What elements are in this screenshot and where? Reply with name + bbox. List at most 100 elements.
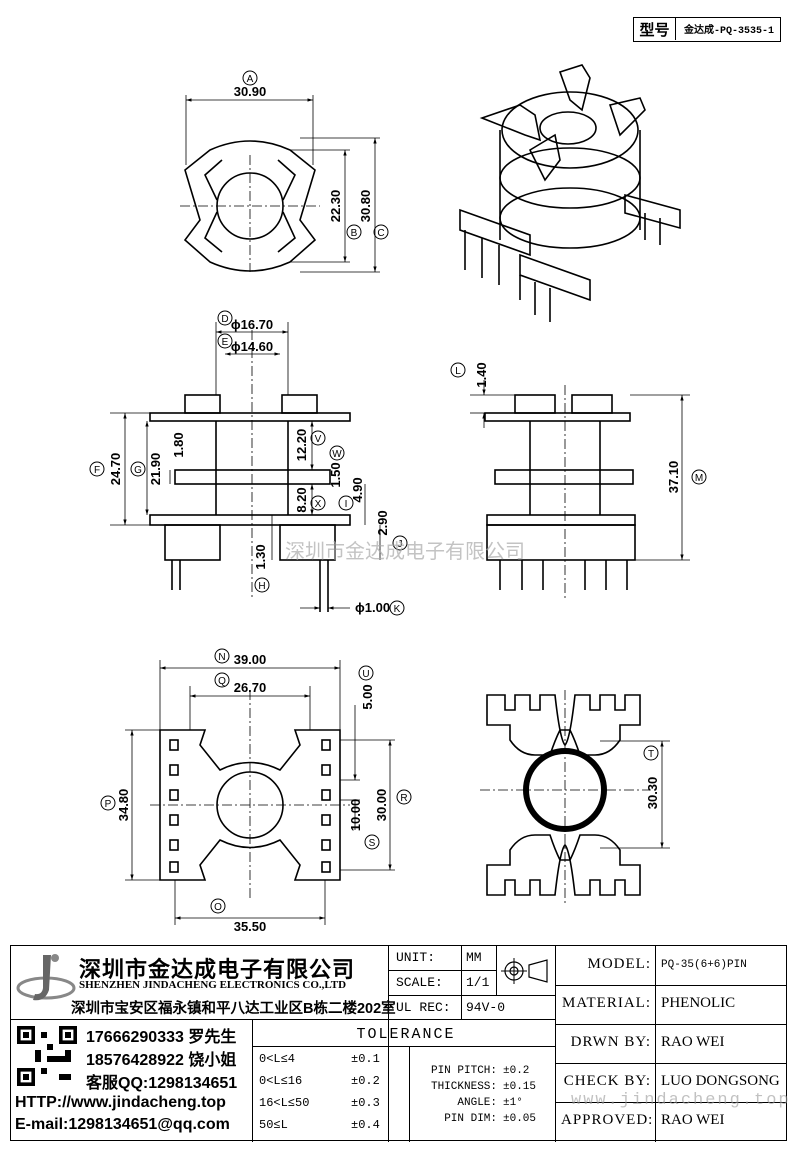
- phone-1: 17666290333 罗先生: [86, 1029, 237, 1046]
- dim-n: 39.00: [234, 652, 267, 667]
- letter-r: R: [400, 793, 407, 804]
- tol-range-4: 50≤L: [259, 1118, 288, 1132]
- thickness-label: THICKNESS:: [430, 1081, 497, 1093]
- divider: [555, 1063, 786, 1064]
- divider: [409, 1046, 410, 1142]
- bottom-view: [100, 648, 412, 925]
- letter-o: O: [214, 902, 222, 913]
- dim-f: 24.70: [108, 453, 123, 486]
- tolerance-title: TOLERANCE: [356, 1026, 456, 1043]
- dim-w: 1.50: [328, 462, 343, 487]
- watermark-url: www.jindacheng.top: [571, 1091, 791, 1110]
- divider: [388, 995, 555, 996]
- letter-t: T: [648, 749, 654, 760]
- dim-p: 34.80: [116, 789, 131, 822]
- divider: [11, 1019, 388, 1020]
- pin-dim-tol: ±0.05: [503, 1113, 537, 1125]
- letter-u: U: [362, 669, 369, 680]
- divider: [252, 1019, 555, 1020]
- dim-h: 1.30: [253, 544, 268, 569]
- dim-s: 10.00: [348, 799, 363, 832]
- letter-q: Q: [218, 676, 226, 687]
- letter-x: X: [315, 499, 322, 510]
- isometric-view: [459, 64, 681, 322]
- letter-k: K: [394, 604, 401, 615]
- projection-symbol: [501, 958, 548, 984]
- pin-pitch-label: PIN PITCH:: [430, 1065, 497, 1077]
- angle-label: ANGLE:: [457, 1097, 497, 1109]
- dim-e: ϕ14.60: [231, 339, 273, 354]
- divider: [555, 985, 786, 986]
- watermark: 深圳市金达成电子有限公司: [285, 540, 525, 563]
- email-link[interactable]: E-mail:1298134651@qq.com: [15, 1116, 230, 1133]
- dim-d: ϕ16.70: [231, 317, 273, 332]
- bottom-right-view: [480, 690, 670, 905]
- dim-1-80: 1.80: [171, 432, 186, 457]
- letter-a: A: [247, 74, 254, 85]
- material-value: PHENOLIC: [661, 995, 736, 1011]
- model-tag-label: 型号: [634, 18, 676, 40]
- dim-j: 2.90: [375, 510, 390, 535]
- dim-v: 12.20: [294, 429, 309, 462]
- tol-value-4: ±0.4: [351, 1118, 380, 1132]
- company-logo: [16, 954, 76, 1001]
- http-link[interactable]: HTTP://www.jindacheng.top: [15, 1094, 226, 1111]
- letter-d: D: [221, 314, 228, 325]
- model-value: PQ-35(6+6)PIN: [661, 959, 747, 971]
- title-block: 深圳市金达成电子有限公司 SHENZHEN JINDACHENG ELECTRO…: [10, 945, 789, 1142]
- model-tag: 型号 金达成-PQ-3535-1: [633, 17, 781, 42]
- pin-pitch-tol: ±0.2: [503, 1065, 530, 1077]
- top-view: [180, 70, 389, 273]
- dim-o: 35.50: [234, 919, 267, 934]
- approved-value: RAO WEI: [661, 1112, 725, 1128]
- dim-u: 5.00: [360, 684, 375, 709]
- dim-c: 30.80: [358, 190, 373, 223]
- front-view: [450, 362, 707, 600]
- divider: [388, 946, 389, 1142]
- letter-v: V: [315, 434, 322, 445]
- letter-f: F: [94, 465, 100, 476]
- dim-k: ϕ1.00: [355, 600, 390, 615]
- letter-s: S: [369, 838, 376, 849]
- divider: [555, 1102, 786, 1103]
- dim-g: 21.90: [148, 453, 163, 486]
- model-tag-value: 金达成-PQ-3535-1: [683, 26, 774, 37]
- divider: [388, 970, 496, 971]
- customer-qq: 客服QQ:1298134651: [86, 1075, 238, 1092]
- drawn-by-label: DRWN BY:: [570, 1034, 651, 1050]
- tol-range-1: 0<L≤4: [259, 1052, 296, 1066]
- drawn-by-value: RAO WEI: [661, 1034, 725, 1050]
- company-name-en: SHENZHEN JINDACHENG ELECTRONICS CO.,LTD: [79, 979, 347, 991]
- letter-p: P: [105, 799, 112, 810]
- check-by-label: CHECK BY:: [563, 1073, 651, 1089]
- dim-r: 30.00: [374, 789, 389, 822]
- dim-t: 30.30: [645, 777, 660, 810]
- angle-tol: ±1°: [503, 1097, 523, 1109]
- tol-range-2: 0<L≤16: [259, 1074, 303, 1088]
- ul-value: 94V-0: [466, 1000, 506, 1015]
- scale-value: 1/1: [466, 975, 490, 990]
- phone-2: 18576428922 饶小姐: [86, 1052, 237, 1069]
- unit-value: MM: [466, 950, 482, 965]
- divider: [496, 946, 497, 995]
- thickness-tol: ±0.15: [503, 1081, 537, 1093]
- letter-i: I: [345, 499, 348, 510]
- ul-label: UL REC:: [396, 1000, 451, 1015]
- letter-g: G: [134, 465, 142, 476]
- model-label: MODEL:: [587, 956, 651, 972]
- side-view: [89, 310, 408, 616]
- dim-i: 4.90: [350, 477, 365, 502]
- dim-q: 26.70: [234, 680, 267, 695]
- approved-label: APPROVED:: [561, 1112, 654, 1128]
- letter-w: W: [332, 449, 342, 460]
- pin-dim-label: PIN DIM:: [444, 1113, 497, 1125]
- dim-m: 37.10: [666, 461, 681, 494]
- letter-h: H: [258, 581, 265, 592]
- tol-value-3: ±0.3: [351, 1096, 380, 1110]
- company-name-cn: 深圳市金达成电子有限公司: [79, 957, 356, 982]
- divider: [555, 946, 556, 1142]
- drawing-canvas: A B C D E F G V W X I J H K L M N Q U P …: [89, 64, 707, 934]
- qr-code: [17, 1026, 77, 1086]
- dim-l: 1.40: [474, 362, 489, 387]
- divider: [555, 1024, 786, 1025]
